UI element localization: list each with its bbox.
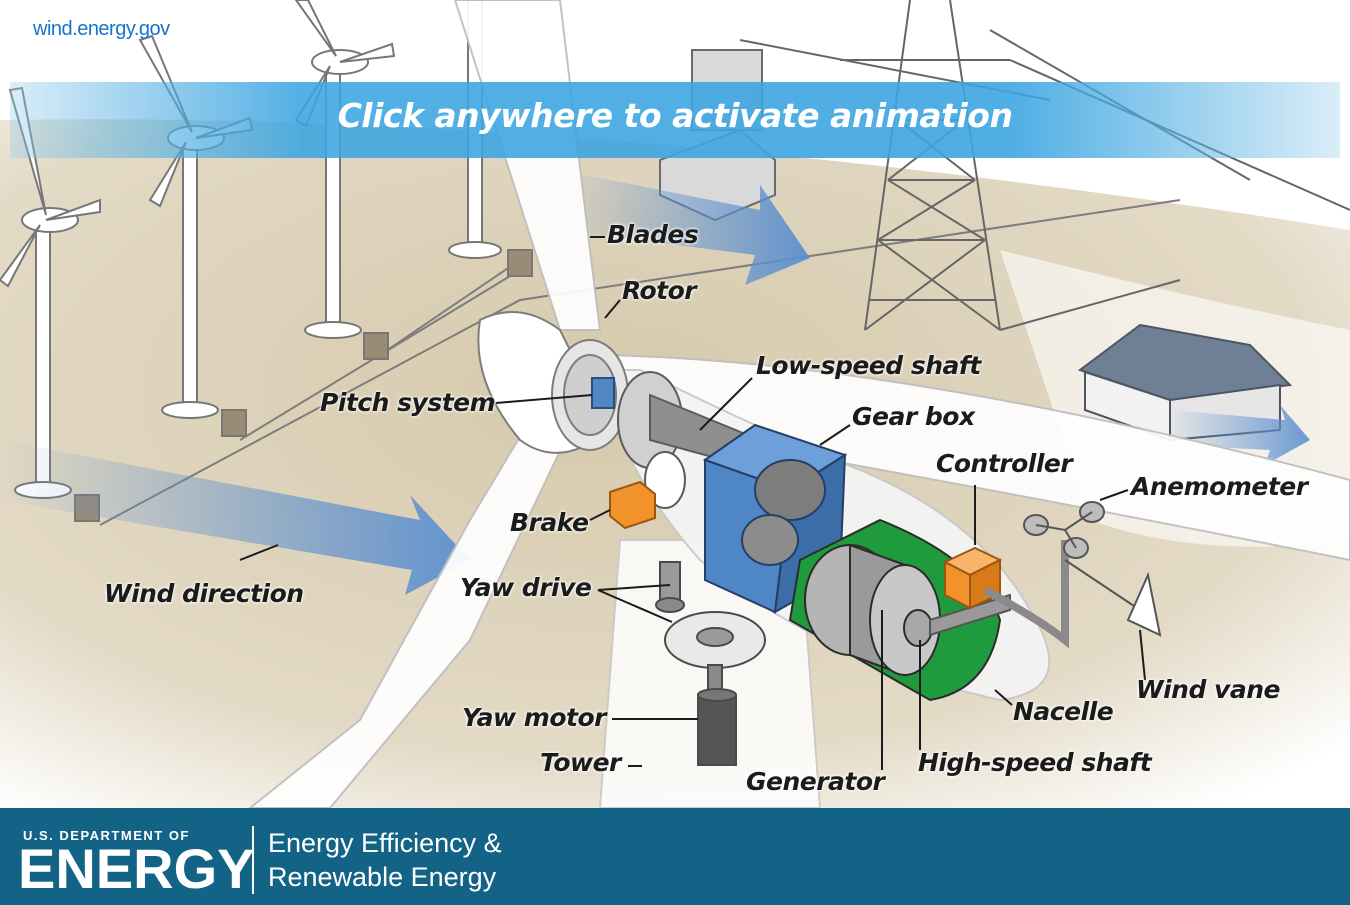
activate-animation-text[interactable]: Click anywhere to activate animation [337, 96, 1013, 135]
high-speed-shaft-part [929, 593, 1011, 637]
site-url[interactable]: wind.energy.gov [33, 18, 170, 40]
footer-divider [252, 826, 254, 894]
label-wind-vane: Wind vane [1136, 675, 1280, 704]
leader-lines [239, 236, 1146, 770]
label-nacelle: Nacelle [1013, 697, 1114, 726]
label-anemometer: Anemometer [1131, 472, 1308, 501]
sensor-mast [983, 540, 1069, 649]
doe-logo-wordmark: ENERGY [18, 837, 255, 900]
label-high-speed-shaft: High-speed shaft [918, 748, 1152, 777]
label-yaw-drive: Yaw drive [460, 573, 592, 602]
office-name-line2: Renewable Energy [268, 862, 497, 892]
hub [477, 311, 629, 454]
label-brake: Brake [510, 508, 589, 537]
wind-arrow-main [0, 440, 470, 595]
doe-footer: U.S. DEPARTMENT OF ENERGY Energy Efficie… [0, 808, 1350, 905]
doe-department-text: U.S. DEPARTMENT OF [23, 828, 190, 843]
label-tower: Tower [540, 748, 621, 777]
anemometer-part [1023, 501, 1105, 559]
label-generator: Generator [746, 767, 885, 796]
label-gear-box: Gear box [852, 402, 975, 431]
wind-vane-part [1064, 559, 1162, 637]
label-low-speed-shaft: Low-speed shaft [756, 351, 981, 380]
label-rotor: Rotor [622, 276, 697, 305]
label-blades: Blades [607, 220, 699, 249]
label-pitch-system: Pitch system [320, 388, 496, 417]
yaw-drive-parts [655, 561, 766, 766]
label-controller: Controller [936, 449, 1073, 478]
activate-animation-banner[interactable]: Click anywhere to activate animation [10, 82, 1340, 158]
wind-arrow-top [560, 170, 810, 285]
wind-arrow-house [1170, 405, 1310, 465]
pitch-block [591, 377, 615, 409]
label-wind-direction: Wind direction [104, 579, 304, 608]
brake-block [609, 480, 656, 530]
label-yaw-motor: Yaw motor [462, 703, 607, 732]
office-name-line1: Energy Efficiency & [268, 828, 502, 858]
